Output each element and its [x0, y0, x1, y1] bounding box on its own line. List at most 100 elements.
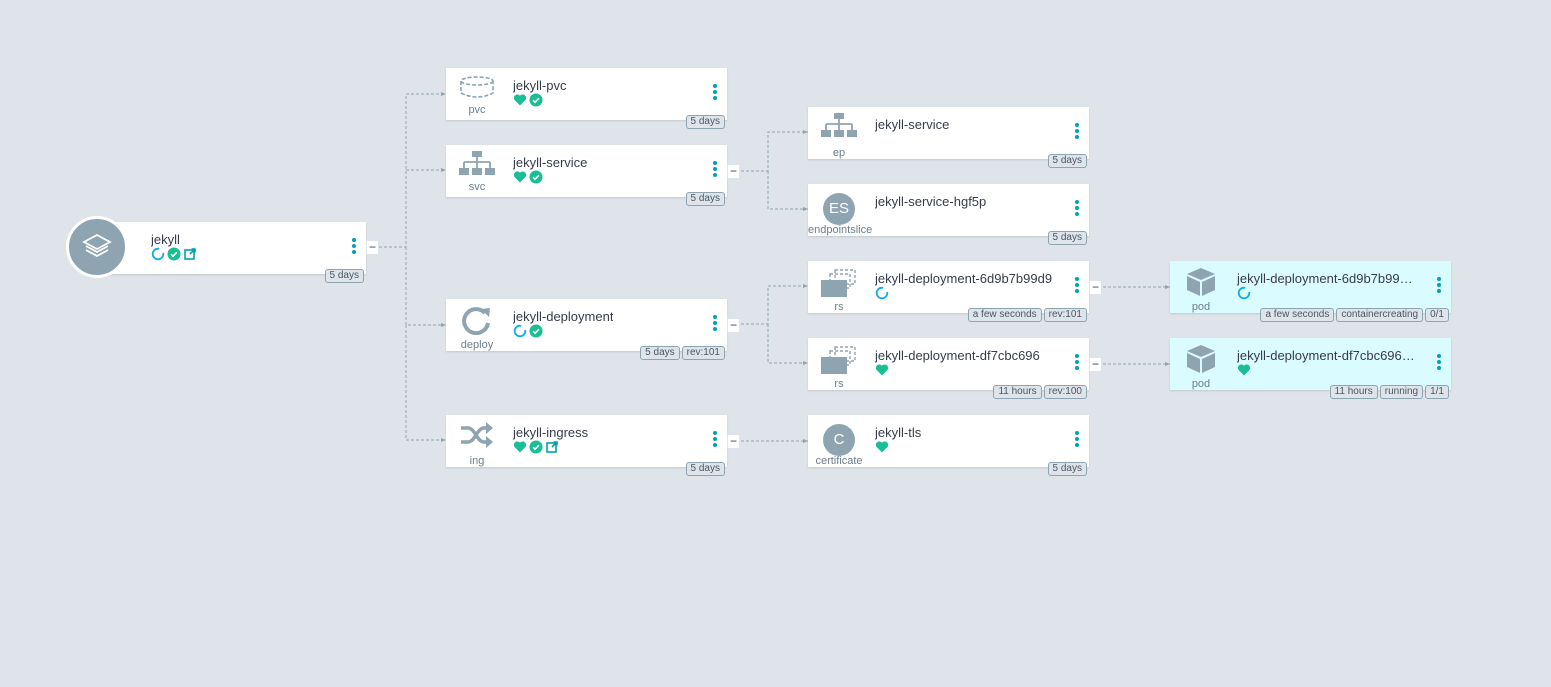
node-status — [513, 324, 543, 338]
node-name: jekyll-deployment-df7cbc696-... — [1237, 348, 1415, 363]
resource-node-endpointslice[interactable]: ES endpointslice jekyll-service-hgf5p 5 … — [808, 184, 1089, 245]
progressing-icon — [875, 286, 889, 300]
collapse-button[interactable]: − — [366, 240, 379, 255]
resource-node-rs[interactable]: rs jekyll-deployment-df7cbc696 11 hours … — [808, 338, 1089, 399]
node-tags: 5 days — [1047, 231, 1087, 245]
node-icon: pvc — [446, 68, 508, 120]
node-tags: 11 hours rev:100 — [993, 385, 1087, 399]
shuffle-icon — [461, 422, 493, 448]
age-tag: 5 days — [1047, 462, 1087, 476]
node-name: jekyll-deployment-6d9b7b99d9 — [875, 271, 1053, 286]
resource-node-certificate[interactable]: C certificate jekyll-tls 5 days — [808, 415, 1089, 476]
age-tag: 5 days — [685, 462, 725, 476]
node-icon: ES endpointslice — [808, 184, 872, 236]
node-tags: a few seconds rev:101 — [967, 308, 1087, 322]
node-menu-button[interactable] — [712, 431, 718, 451]
node-tags: 11 hours running 1/1 — [1329, 385, 1449, 399]
node-menu-button[interactable] — [1074, 354, 1080, 374]
node-menu-button[interactable] — [1074, 123, 1080, 143]
node-status — [875, 286, 889, 300]
node-name: jekyll-tls — [875, 425, 922, 440]
network-icon — [821, 113, 857, 137]
node-tags: 5 days — [1047, 462, 1087, 476]
node-menu-button[interactable] — [351, 238, 357, 258]
node-icon: ing — [446, 415, 508, 467]
node-kind: deploy — [460, 339, 494, 351]
node-name: jekyll-service-hgf5p — [875, 194, 987, 209]
node-kind: ing — [469, 455, 485, 467]
cube-icon — [1187, 268, 1215, 296]
healthy-heart-icon — [875, 441, 889, 453]
node-kind: rs — [834, 378, 844, 390]
collapse-button[interactable]: − — [1089, 357, 1102, 372]
clone-icon — [821, 269, 856, 297]
age-tag: 11 hours — [993, 385, 1042, 399]
node-icon: pod — [1170, 338, 1232, 390]
node-kind: pvc — [468, 104, 486, 116]
age-tag: 5 days — [640, 346, 680, 360]
node-kind: ep — [832, 147, 846, 159]
node-tags: 5 days — [685, 192, 725, 206]
healthy-heart-icon — [875, 364, 889, 376]
cube-icon — [1187, 345, 1215, 373]
collapse-button[interactable]: − — [727, 434, 740, 449]
resource-node-ing[interactable]: ing jekyll-ingress 5 days — [446, 415, 727, 476]
node-kind: pod — [1191, 378, 1211, 390]
node-icon: rs — [808, 261, 870, 313]
node-menu-button[interactable] — [1074, 277, 1080, 297]
synced-icon — [529, 440, 543, 454]
node-kind: pod — [1191, 301, 1211, 313]
node-kind: svc — [468, 181, 486, 193]
progressing-icon — [151, 247, 165, 261]
refresh-icon — [462, 307, 490, 335]
collapse-button[interactable]: − — [727, 318, 740, 333]
synced-icon — [529, 324, 543, 338]
revision-tag: rev:101 — [681, 346, 725, 360]
node-name: jekyll-ingress — [513, 425, 589, 440]
resource-node-pvc[interactable]: pvc jekyll-pvc 5 days — [446, 68, 727, 129]
endpointslice-icon: ES — [823, 193, 855, 225]
age-tag: a few seconds — [1260, 308, 1335, 322]
node-icon: pod — [1170, 261, 1232, 313]
node-menu-button[interactable] — [1074, 431, 1080, 451]
node-tags: 5 days — [1047, 154, 1087, 168]
revision-tag: rev:100 — [1043, 385, 1087, 399]
age-tag: a few seconds — [967, 308, 1042, 322]
healthy-heart-icon — [513, 171, 527, 183]
disk-icon — [460, 76, 494, 98]
node-status — [1237, 363, 1251, 377]
node-name: jekyll-pvc — [513, 78, 567, 93]
age-tag: 5 days — [1047, 154, 1087, 168]
node-status — [875, 363, 889, 377]
collapse-button[interactable]: − — [727, 164, 740, 179]
network-icon — [459, 151, 495, 175]
resource-node-ep[interactable]: ep jekyll-service 5 days — [808, 107, 1089, 168]
node-status — [875, 440, 889, 454]
node-menu-button[interactable] — [1074, 200, 1080, 220]
progressing-icon — [513, 324, 527, 338]
resource-node-svc[interactable]: svc jekyll-service 5 days — [446, 145, 727, 206]
node-tags: 5 days rev:101 — [640, 346, 725, 360]
node-menu-button[interactable] — [1436, 354, 1442, 374]
healthy-heart-icon — [513, 94, 527, 106]
node-menu-button[interactable] — [712, 315, 718, 335]
node-status — [513, 440, 559, 454]
age-tag: 5 days — [685, 115, 725, 129]
revision-tag: rev:101 — [1043, 308, 1087, 322]
root-app-node[interactable]: jekyll 5 days — [84, 222, 366, 283]
node-menu-button[interactable] — [712, 84, 718, 104]
node-status — [1237, 286, 1251, 300]
resource-node-rs[interactable]: rs jekyll-deployment-6d9b7b99d9 a few se… — [808, 261, 1089, 322]
age-tag: 5 days — [685, 192, 725, 206]
node-menu-button[interactable] — [712, 161, 718, 181]
external-link-icon[interactable] — [183, 247, 197, 261]
resource-node-deploy[interactable]: deploy jekyll-deployment 5 days rev:101 — [446, 299, 727, 360]
node-icon: ep — [808, 107, 870, 159]
resource-node-pod[interactable]: pod jekyll-deployment-df7cbc696-... 11 h… — [1170, 338, 1451, 399]
collapse-button[interactable]: − — [1089, 280, 1102, 295]
external-link-icon[interactable] — [545, 440, 559, 454]
resource-node-pod[interactable]: pod jekyll-deployment-6d9b7b99d... a few… — [1170, 261, 1451, 322]
node-menu-button[interactable] — [1436, 277, 1442, 297]
ready-count-tag: 0/1 — [1425, 308, 1449, 322]
node-name: jekyll-service — [875, 117, 950, 132]
